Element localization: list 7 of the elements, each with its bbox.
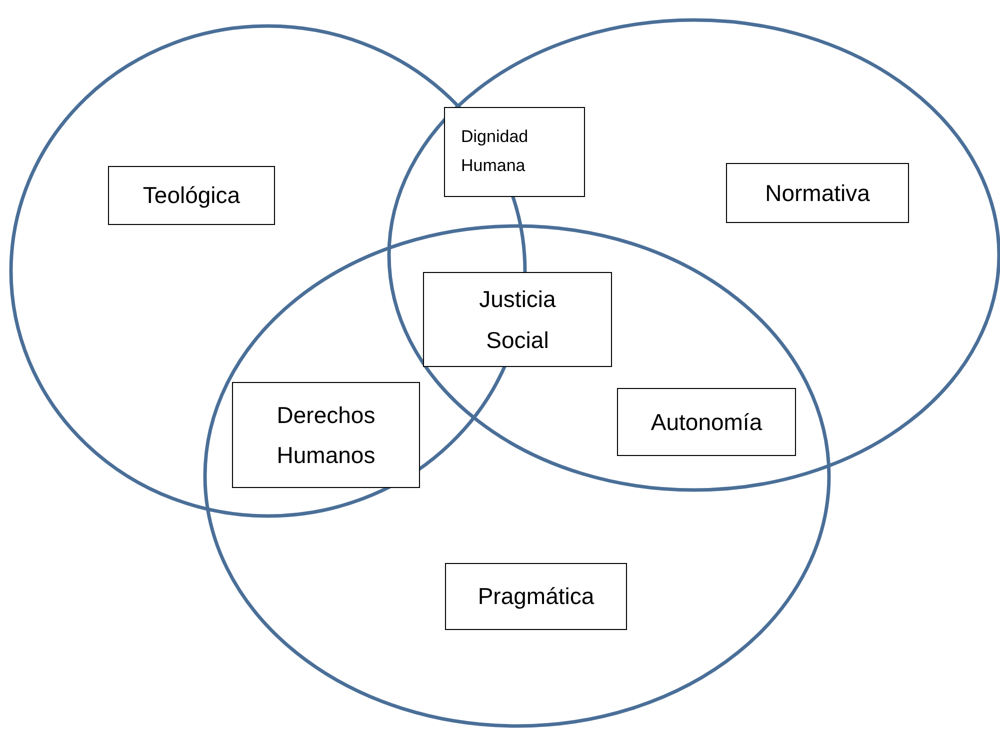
concept-box: Derechos Humanos	[232, 382, 420, 488]
concept-box: Teológica	[108, 166, 275, 225]
concept-box: Justicia Social	[423, 272, 612, 367]
concept-box: Dignidad Humana	[444, 107, 585, 197]
concept-box: Normativa	[726, 163, 909, 223]
concept-box: Pragmática	[445, 563, 627, 630]
concept-box: Autonomía	[617, 388, 796, 456]
